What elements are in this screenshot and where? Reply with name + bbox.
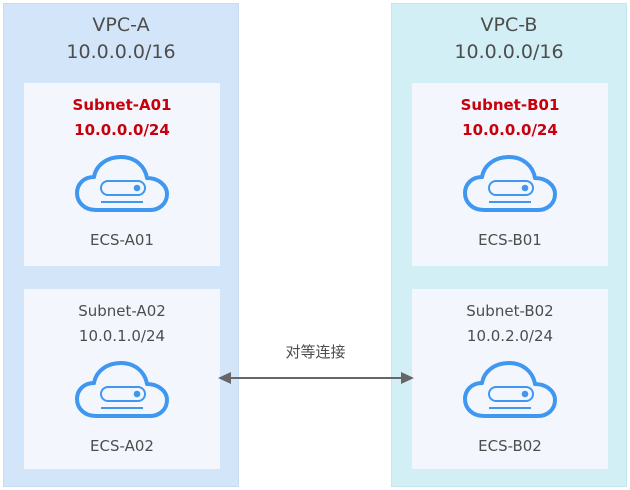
subnet-b01-title: Subnet-B01 10.0.0.0/24 (412, 93, 608, 143)
subnet-a02: Subnet-A02 10.0.1.0/24 ECS-A02 (24, 289, 220, 469)
subnet-b02-name: Subnet-B02 (466, 302, 554, 320)
subnet-a01: Subnet-A01 10.0.0.0/24 ECS-A01 (24, 83, 220, 266)
cloud-server-icon (74, 360, 170, 420)
ecs-b02-label: ECS-B02 (478, 437, 542, 455)
cloud-server-icon (462, 360, 558, 420)
subnet-a02-title: Subnet-A02 10.0.1.0/24 (24, 299, 220, 349)
vpc-a-name: VPC-A (92, 14, 150, 36)
subnet-b02-title: Subnet-B02 10.0.2.0/24 (412, 299, 608, 349)
vpc-a-cidr: 10.0.0.0/16 (66, 41, 176, 63)
vpc-a: VPC-A 10.0.0.0/16 Subnet-A01 10.0.0.0/24… (3, 3, 239, 487)
subnet-a01-cidr: 10.0.0.0/24 (74, 121, 170, 139)
subnet-a01-name: Subnet-A01 (72, 96, 172, 114)
subnet-a02-cidr: 10.0.1.0/24 (78, 327, 166, 345)
ecs-b01-label: ECS-B01 (478, 231, 542, 249)
cloud-server-icon (74, 154, 170, 214)
vpc-b: VPC-B 10.0.0.0/16 Subnet-B01 10.0.0.0/24… (391, 3, 627, 487)
ecs-a01-label: ECS-A01 (90, 231, 154, 249)
vpc-b-cidr: 10.0.0.0/16 (454, 41, 564, 63)
bidirectional-arrow-icon (218, 372, 414, 384)
subnet-b01-cidr: 10.0.0.0/24 (462, 121, 558, 139)
peering-label: 对等连接 (285, 343, 346, 361)
vpc-a-title: VPC-A 10.0.0.0/16 (4, 12, 238, 66)
subnet-b01: Subnet-B01 10.0.0.0/24 ECS-B01 (412, 83, 608, 266)
vpc-b-title: VPC-B 10.0.0.0/16 (392, 12, 626, 66)
subnet-b01-name: Subnet-B01 (460, 96, 560, 114)
cloud-server-icon (462, 154, 558, 214)
subnet-b02-cidr: 10.0.2.0/24 (466, 327, 554, 345)
ecs-a02-label: ECS-A02 (90, 437, 154, 455)
subnet-a01-title: Subnet-A01 10.0.0.0/24 (24, 93, 220, 143)
vpc-b-name: VPC-B (480, 14, 538, 36)
subnet-b02: Subnet-B02 10.0.2.0/24 ECS-B02 (412, 289, 608, 469)
subnet-a02-name: Subnet-A02 (78, 302, 166, 320)
